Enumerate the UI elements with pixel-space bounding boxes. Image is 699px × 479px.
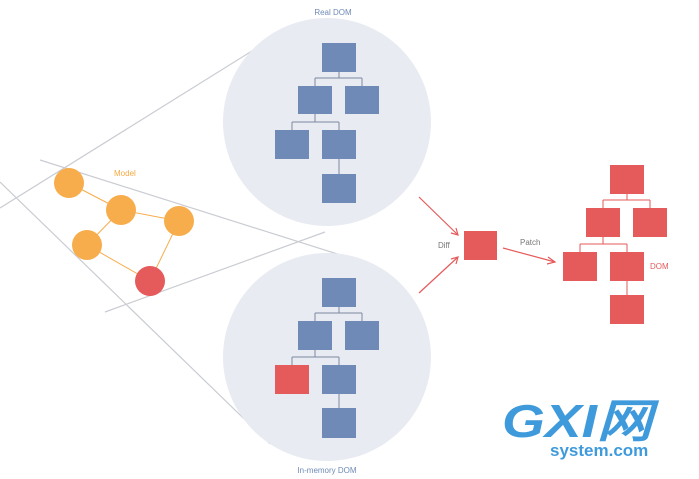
real-dom-node: [345, 86, 379, 114]
diff-arrows: [418, 196, 557, 294]
projection-line-bottom: [0, 181, 271, 445]
projection-line-top: [0, 35, 277, 209]
model-node: [106, 195, 136, 225]
real-dom-label: Real DOM: [314, 8, 352, 17]
in-memory-dom-node: [322, 408, 356, 438]
patch-label: Patch: [520, 238, 540, 247]
patched-dom-node: [610, 295, 644, 324]
in-memory-dom-node: [322, 365, 356, 394]
real-dom-tree: [275, 43, 379, 203]
patched-dom-node: [633, 208, 667, 237]
projection-lines: [0, 35, 351, 445]
watermark-logo: GXI网 system.com: [502, 395, 659, 460]
dom-label: DOM: [650, 262, 669, 271]
real-dom-node: [322, 174, 356, 203]
model-graph: [54, 168, 194, 296]
patched-dom-node-root: [610, 165, 644, 194]
patched-dom-tree: [563, 165, 667, 324]
real-dom-node-root: [322, 43, 356, 72]
patched-dom-node: [563, 252, 597, 281]
diff-label: Diff: [438, 241, 451, 250]
model-node: [72, 230, 102, 260]
watermark-logo-letters: GXI网: [502, 395, 659, 447]
real-dom-node: [298, 86, 332, 114]
diff-result-node: [464, 231, 497, 260]
in-memory-dom-node-changed: [275, 365, 309, 394]
in-memory-dom-node-root: [322, 278, 356, 307]
patched-dom-node: [610, 252, 644, 281]
model-node: [54, 168, 84, 198]
in-memory-dom-tree: [275, 278, 379, 438]
patched-dom-node: [586, 208, 620, 237]
model-node: [164, 206, 194, 236]
model-label: Model: [114, 169, 136, 178]
real-dom-node: [322, 130, 356, 159]
in-memory-dom-node: [298, 321, 332, 350]
in-memory-dom-node: [345, 321, 379, 350]
real-dom-node: [275, 130, 309, 159]
watermark-domain: system.com: [550, 441, 648, 460]
projection-line-mid-b: [104, 231, 326, 313]
model-node-changed: [135, 266, 165, 296]
in-memory-dom-label: In-memory DOM: [297, 466, 356, 475]
